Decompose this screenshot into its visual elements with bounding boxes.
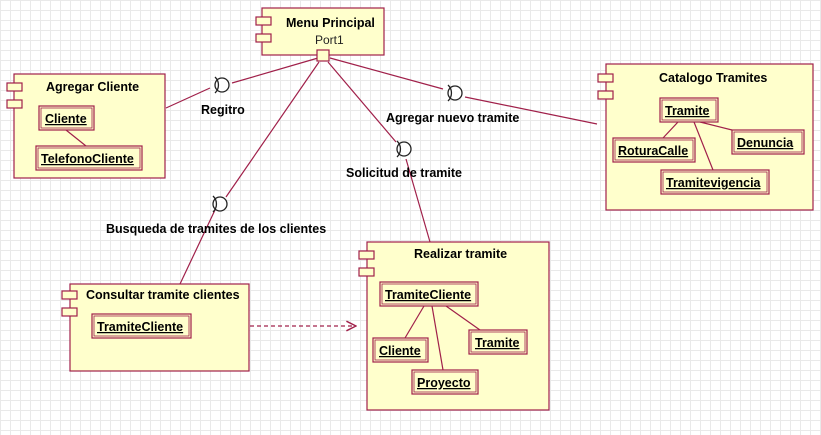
component-title: Realizar tramite [414, 247, 507, 261]
connector-port-registro[interactable] [231, 57, 319, 84]
interface-socket-solicitud[interactable] [396, 140, 412, 158]
class-box-tramite[interactable]: Tramite [659, 97, 719, 123]
interface-label-nuevo-tramite: Agregar nuevo tramite [386, 111, 519, 125]
class-box-tramitevigencia[interactable]: Tramitevigencia [660, 169, 770, 195]
class-label: Tramitevigencia [666, 176, 762, 190]
class-label: Cliente [379, 344, 421, 358]
connector-registro-agregar-cliente[interactable] [165, 87, 211, 109]
connectors [165, 57, 598, 326]
class-box-rotura-calle[interactable]: RoturaCalle [612, 137, 696, 163]
component-body [261, 7, 385, 56]
component-consultar-tramite-clientes[interactable]: Consultar tramite clientes TramiteClient… [61, 283, 250, 372]
class-box-tramite[interactable]: Tramite [468, 329, 528, 355]
component-menu-principal[interactable]: Menu Principal Port1 [255, 7, 385, 62]
class-label: Cliente [45, 112, 87, 126]
connector-port-solicitud[interactable] [327, 61, 397, 143]
component-tab-icon [597, 90, 614, 100]
class-box-proyecto[interactable]: Proyecto [411, 369, 479, 395]
class-link [445, 305, 481, 331]
component-tab-icon [358, 267, 375, 277]
class-label: TelefonoCliente [41, 152, 134, 166]
interface-label-busqueda: Busqueda de tramites de los clientes [106, 222, 326, 236]
port-label: Port1 [315, 33, 344, 47]
class-box-cliente[interactable]: Cliente [38, 105, 95, 131]
connector-busqueda-consultar[interactable] [179, 209, 216, 285]
component-tab-icon [597, 73, 614, 83]
class-link [693, 121, 714, 171]
component-title: Agregar Cliente [46, 80, 139, 94]
component-tab-icon [358, 250, 375, 260]
class-label: Denuncia [737, 136, 794, 150]
class-link [65, 129, 87, 147]
connector-port-busqueda[interactable] [225, 61, 320, 198]
component-title: Menu Principal [286, 16, 375, 30]
component-tab-icon [6, 82, 23, 92]
port-square[interactable] [316, 49, 330, 62]
class-box-tramite-cliente[interactable]: TramiteCliente [379, 281, 479, 307]
component-tab-icon [255, 16, 272, 26]
class-label: Proyecto [417, 376, 471, 390]
interface-socket-nuevo-tramite[interactable] [447, 84, 463, 102]
component-tab-icon [255, 33, 272, 43]
connector-nuevo-tramite-catalogo[interactable] [464, 96, 598, 125]
interface-socket-busqueda[interactable] [212, 195, 228, 213]
class-label: Tramite [665, 104, 710, 118]
class-link [699, 121, 733, 131]
class-box-telefono-cliente[interactable]: TelefonoCliente [35, 145, 143, 171]
component-agregar-cliente[interactable]: Agregar Cliente Cliente TelefonoCliente [6, 73, 166, 179]
interface-label-solicitud: Solicitud de tramite [346, 166, 462, 180]
class-label: Tramite [475, 336, 520, 350]
connector-solicitud-realizar[interactable] [405, 158, 431, 243]
component-tab-icon [61, 307, 78, 317]
interface-socket-registro[interactable] [214, 76, 230, 94]
component-title: Consultar tramite clientes [86, 288, 240, 302]
class-box-tramite-cliente[interactable]: TramiteCliente [91, 313, 192, 339]
class-label: TramiteCliente [97, 320, 183, 334]
class-label: TramiteCliente [385, 288, 471, 302]
class-link [431, 305, 444, 371]
class-box-denuncia[interactable]: Denuncia [731, 129, 805, 155]
component-title: Catalogo Tramites [659, 71, 767, 85]
class-link [404, 305, 425, 339]
interface-label-registro: Regitro [201, 103, 245, 117]
component-tab-icon [6, 99, 23, 109]
component-tab-icon [61, 290, 78, 300]
class-link [662, 121, 679, 139]
connector-port-nuevo-tramite[interactable] [329, 57, 444, 90]
class-label: RoturaCalle [618, 144, 688, 158]
class-box-cliente[interactable]: Cliente [372, 337, 429, 363]
component-realizar-tramite[interactable]: Realizar tramite TramiteCliente Cliente … [358, 241, 550, 411]
component-catalogo-tramites[interactable]: Catalogo Tramites Tramite RoturaCalle De… [597, 63, 814, 211]
